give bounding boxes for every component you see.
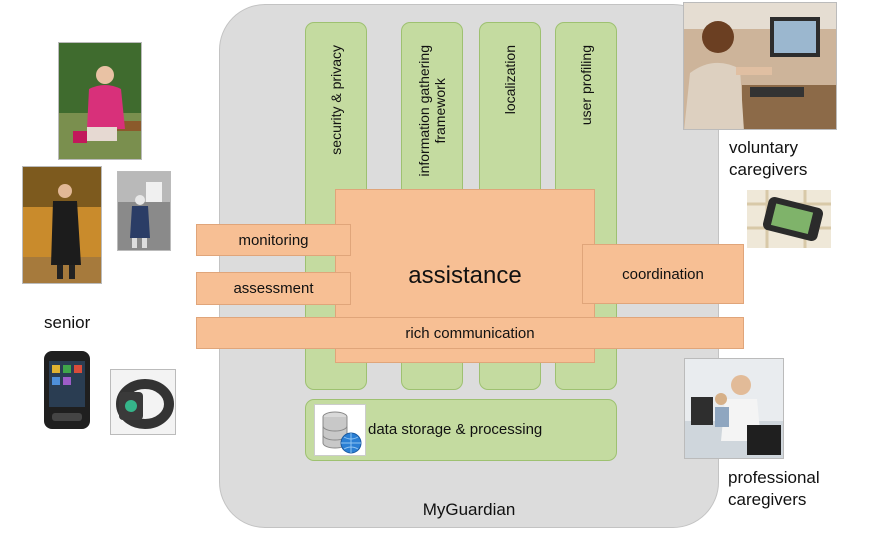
coordination-box: coordination [582,244,744,304]
data-storage-box: data storage & processing [305,399,617,461]
myguardian-label: MyGuardian [422,500,516,519]
wrist-tracker-icon [116,379,174,429]
rich-communication-label: rich communication [405,324,535,342]
assessment-label: assessment [233,280,314,297]
database-icon [314,404,366,456]
gps-device-photo [747,190,831,248]
professional-caregivers-photo [684,358,784,459]
monitoring-box: monitoring [196,224,351,256]
smartphone-icon [44,351,90,429]
senior-on-bench-photo [58,42,142,160]
senior-caption: senior [44,313,91,332]
monitoring-label: monitoring [238,231,309,249]
gps-device-icon [747,190,831,248]
data-storage-label: data storage & processing [368,421,543,438]
wrist-tracker-photo [110,369,176,435]
voluntary-caregivers-caption: voluntary caregivers [729,138,808,179]
pillar-security-privacy-label: security & privacy [328,45,344,155]
rich-communication-box: rich communication [196,317,744,349]
senior-walking-photo [22,166,102,284]
smartphone-photo [40,349,96,431]
assessment-box: assessment [196,272,351,305]
senior-at-kiosk-photo [117,171,171,251]
pillar-user-profiling-label: user profiling [578,45,594,126]
coordination-label: coordination [622,265,704,283]
pillar-localization-label: localization [502,45,518,115]
pillar-information-gathering-label: information gathering framework [416,45,448,177]
voluntary-caregiver-photo [683,2,837,130]
assistance-label: assistance [408,262,522,289]
professional-caregivers-caption: professional caregivers [728,468,820,509]
